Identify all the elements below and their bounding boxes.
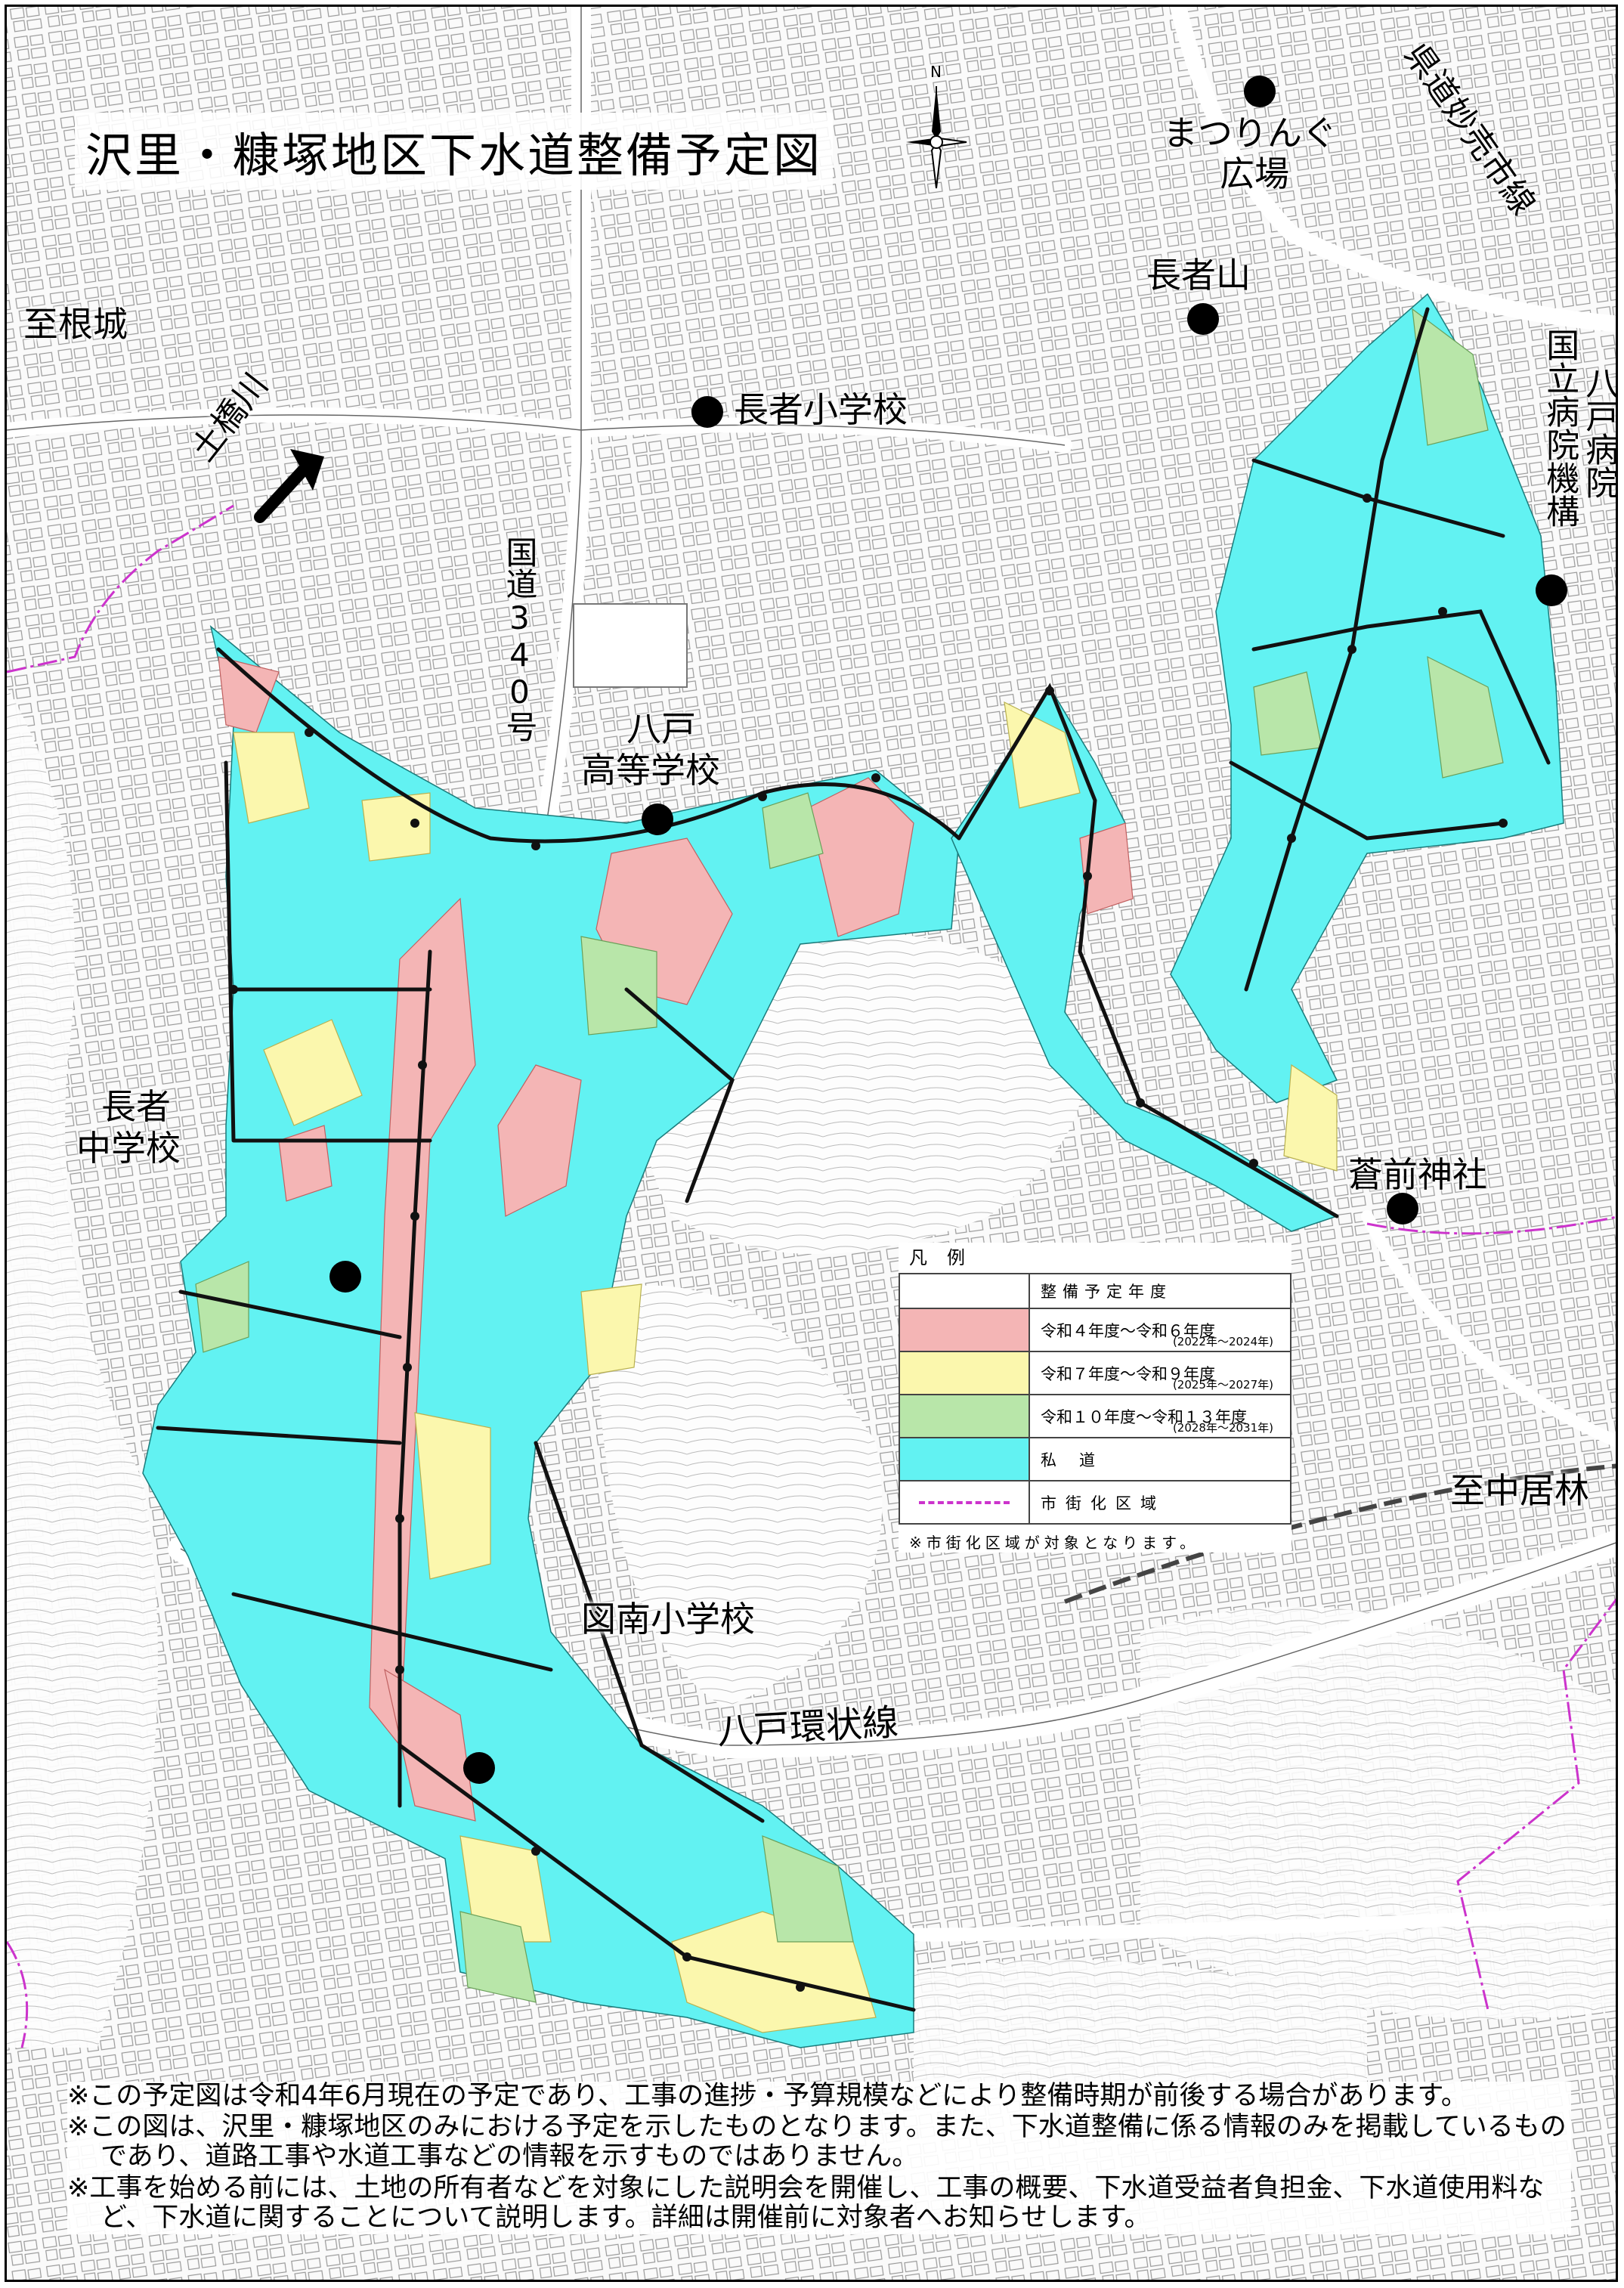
legend-swatch-phase2 <box>899 1351 1030 1395</box>
legend-header-corner <box>899 1273 1030 1309</box>
label-hachinohe-high-1: 八戸 <box>626 708 696 749</box>
chouja-junior-marker-icon[interactable] <box>329 1261 361 1293</box>
legend-row-urban: 市街化区域 <box>899 1480 1291 1525</box>
label-hachinohe-high-2: 高等学校 <box>581 750 720 791</box>
legend-label-private-road: 私道 <box>1029 1437 1291 1481</box>
legend-sub-phase3: (2028年～2031年) <box>1172 1421 1273 1435</box>
legend-swatch-private-road <box>899 1437 1030 1481</box>
legend-note: ※市街化区域が対象となります。 <box>909 1534 1200 1552</box>
legend-row-private-road: 私道 <box>899 1437 1291 1481</box>
legend-row-phase1: 令和４年度～令和６年度 (2022年～2024年) <box>899 1308 1291 1352</box>
legend-header-row: 整備予定年度 <box>899 1273 1291 1309</box>
legend-label-phase1: 令和４年度～令和６年度 <box>1041 1321 1215 1340</box>
compass-rose-icon: N <box>899 63 974 192</box>
label-hospital-col1: 国立病院機構 <box>1540 328 1579 528</box>
legend-row-phase3: 令和１０年度～令和１３年度 (2028年～2031年) <box>899 1394 1291 1438</box>
legend-swatch-phase3 <box>899 1394 1030 1438</box>
notes: ※この予定図は令和4年6月現在の予定であり、工事の進捗・予算規模などにより整備時… <box>67 2081 1571 2234</box>
hachinohe-high-marker-icon[interactable] <box>642 803 673 835</box>
note-1: ※この予定図は令和4年6月現在の予定であり、工事の進捗・予算規模などにより整備時… <box>67 2081 1468 2111</box>
basemap[interactable] <box>7 7 1618 2282</box>
tonan-elementary-marker-icon[interactable] <box>463 1752 495 1784</box>
label-to-nejo: 至根城 <box>23 304 128 345</box>
legend-title: 凡例 <box>909 1247 985 1268</box>
chojayama-marker-icon[interactable] <box>1187 303 1219 335</box>
legend-label-phase2: 令和７年度～令和９年度 <box>1041 1364 1215 1383</box>
legend-swatch-phase1 <box>899 1308 1030 1352</box>
label-chouja-junior-1: 長者 <box>101 1086 171 1127</box>
hospital-marker-icon[interactable] <box>1536 574 1567 606</box>
label-tonan-elementary: 図南小学校 <box>581 1599 755 1639</box>
map-title-box: 沢里・糠塚地区下水道整備予定図 <box>75 113 834 190</box>
legend-header: 整備予定年度 <box>1029 1273 1291 1309</box>
compass-north-label: N <box>930 63 942 81</box>
label-to-nakaibayashi: 至中居林 <box>1450 1470 1589 1511</box>
soozen-shrine-marker-icon[interactable] <box>1387 1193 1418 1224</box>
label-route340: 国道340号 <box>501 536 539 742</box>
legend-label-phase3: 令和１０年度～令和１３年度 <box>1041 1407 1247 1426</box>
map-title: 沢里・糠塚地区下水道整備予定図 <box>85 128 823 183</box>
urban-boundary-line-icon <box>919 1500 1010 1504</box>
label-hiroba: 広場 <box>1220 153 1289 194</box>
legend: 凡例 整備予定年度 令和４年度～令和６年度 (2022年～2024年) 令和７年… <box>899 1243 1291 1553</box>
legend-sub-phase1: (2022年～2024年) <box>1172 1335 1273 1348</box>
legend-row-phase2: 令和７年度～令和９年度 (2025年～2027年) <box>899 1351 1291 1395</box>
legend-sub-phase2: (2025年～2027年) <box>1172 1378 1273 1392</box>
label-hospital-col2: 八戸病院 <box>1579 366 1618 499</box>
label-chojayama: 長者山 <box>1146 255 1251 296</box>
legend-cell-phase3: 令和１０年度～令和１３年度 (2028年～2031年) <box>1029 1394 1291 1438</box>
compass-svg <box>906 86 967 189</box>
label-matsurinngu: まつりんぐ <box>1163 113 1337 153</box>
label-chouja-junior-2: 中学校 <box>76 1128 181 1169</box>
note-3: ※工事を始める前には、土地の所有者などを対象にした説明会を開催し、工事の概要、下… <box>67 2172 1545 2233</box>
label-soozen-shrine: 蒼前神社 <box>1348 1154 1487 1195</box>
label-chouja-elementary: 長者小学校 <box>734 389 908 430</box>
legend-table: 整備予定年度 令和４年度～令和６年度 (2022年～2024年) 令和７年度～令… <box>899 1273 1291 1525</box>
chouja-elementary-marker-icon[interactable] <box>691 396 723 428</box>
legend-cell-phase2: 令和７年度～令和９年度 (2025年～2027年) <box>1029 1351 1291 1395</box>
note-2: ※この図は、沢里・糠塚地区のみにおける予定を示したものとなります。また、下水道整… <box>67 2112 1567 2172</box>
legend-cell-phase1: 令和４年度～令和６年度 (2022年～2024年) <box>1029 1308 1291 1352</box>
map-frame[interactable]: 沢里・糠塚地区下水道整備予定図 N まつりんぐ 広場 長者山 長者小学校 至根城… <box>5 5 1618 2282</box>
matsurinngu-marker-icon[interactable] <box>1244 76 1276 107</box>
legend-swatch-urban <box>899 1480 1030 1525</box>
legend-label-urban: 市街化区域 <box>1029 1480 1291 1525</box>
